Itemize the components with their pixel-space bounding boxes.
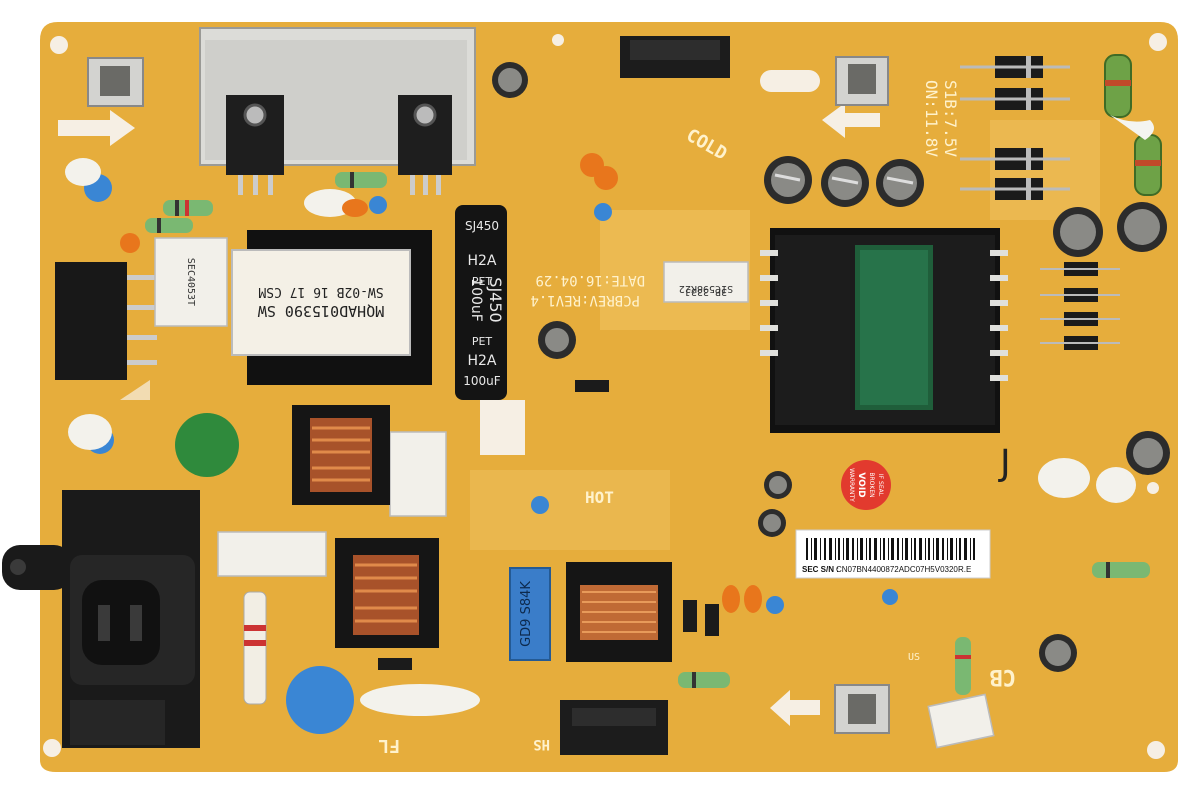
diode (705, 604, 719, 636)
film-capacitor (217, 531, 327, 577)
film-capacitor (663, 261, 749, 303)
varistor (175, 413, 239, 477)
diode (575, 380, 609, 392)
film-capacitor (154, 237, 228, 327)
electrolytic-capacitor (1039, 634, 1077, 672)
arrow-silk (58, 110, 135, 146)
arrow-silk (770, 690, 820, 726)
main-transformer: MQHAD015390 SW SW-02B 16 17 CSM (231, 230, 432, 385)
film-capacitor (389, 431, 447, 517)
electrolytic-capacitor (1117, 202, 1167, 252)
diode (1040, 312, 1120, 326)
transformer-label-main: MQHAD015390 SW (257, 302, 384, 320)
cb-label: CB (990, 664, 1017, 689)
electrolytic-capacitor (1053, 207, 1103, 257)
electrolytic-capacitor (876, 159, 924, 207)
film-cap-text-3: 3B 333J (685, 286, 727, 297)
resistor (678, 672, 730, 688)
electrolytic-capacitor (764, 156, 812, 204)
ac-input-socket (2, 490, 200, 748)
y-capacitor (286, 666, 354, 734)
film-capacitor (927, 693, 995, 749)
diode (1040, 262, 1120, 276)
pcb-date-label: DATE:16.04.29 (535, 272, 645, 288)
electrolytic-capacitor (764, 471, 792, 499)
diode (1040, 288, 1120, 302)
arrow-silk (822, 103, 880, 138)
common-mode-choke (292, 405, 390, 505)
cap-series-label-2: SJ450 (465, 219, 499, 233)
seal-text-2: BROKEN (868, 472, 875, 497)
seal-text-3: VOID (856, 472, 866, 497)
hot-label: HOT (585, 488, 614, 507)
electrolytic-capacitor (538, 321, 576, 359)
diode (683, 600, 697, 632)
resistor (145, 218, 193, 233)
diode (960, 88, 1070, 110)
electrolytic-capacitor (758, 509, 786, 537)
electrolytic-capacitor (492, 62, 528, 98)
cap-h2a-label-2: H2A (467, 353, 496, 369)
handwritten-mark: J (998, 443, 1011, 484)
resistor (1092, 562, 1150, 578)
electrolytic-capacitor (1126, 431, 1170, 475)
common-mode-choke (335, 538, 439, 648)
transformer-label-sub: SW-02B 16 17 CSM (258, 284, 383, 299)
cap-value-label-2: 100uF (463, 374, 501, 388)
fuse (243, 591, 267, 705)
resistor (163, 200, 213, 216)
cap-series-label: SJ450 (486, 277, 505, 322)
resistor (335, 172, 387, 188)
revision-value: R.E (958, 565, 971, 574)
diode (960, 148, 1070, 170)
diode (378, 658, 412, 670)
film-cap-text-2: SIC598K22 (679, 283, 733, 294)
cap-pet-label-2: PET (472, 335, 493, 348)
arrow-silk (120, 380, 150, 400)
serial-label: SEC S/N : (802, 565, 839, 574)
cap-value-label: 100uF (468, 278, 484, 322)
pcb-rev-label: PCBREV:REV1.4 (530, 292, 640, 308)
bridge-rectifier (55, 262, 127, 380)
seal-text-4: WARRANTY (848, 468, 855, 502)
warranty-seal: IF SEAL BROKEN VOID WARRANTY (841, 460, 891, 510)
transistor (398, 95, 452, 195)
film-cap-text: SEC4053T (185, 258, 196, 306)
diode (960, 56, 1070, 78)
cap-h2a-label: H2A (467, 253, 496, 269)
voltage-label-1: S1B:7.5V (941, 80, 960, 157)
cap-pet-label: PET (472, 275, 493, 288)
resistor (955, 637, 971, 695)
x-cap-label: GD9 S84K (519, 581, 534, 647)
serial-value: CN07BN4400872ADC07H5V0320 (836, 565, 958, 574)
electrolytic-capacitor (821, 159, 869, 207)
voltage-label-2: ON:11.8V (922, 80, 941, 157)
diode (960, 178, 1070, 200)
us-label: US (908, 652, 920, 663)
transistor (226, 95, 284, 195)
x-capacitor (509, 567, 551, 661)
diode (1040, 336, 1120, 350)
fl-label: FL (378, 735, 400, 756)
seal-text-1: IF SEAL (877, 474, 884, 497)
bulk-capacitor-1: SJ450 100uF (455, 205, 507, 400)
hs-label: HS (533, 736, 550, 752)
serial-sticker: SEC S/N : CN07BN4400872ADC07H5V0320 R.E (795, 529, 991, 579)
pfc-inductor (566, 562, 672, 662)
switching-transformer (760, 228, 1008, 433)
